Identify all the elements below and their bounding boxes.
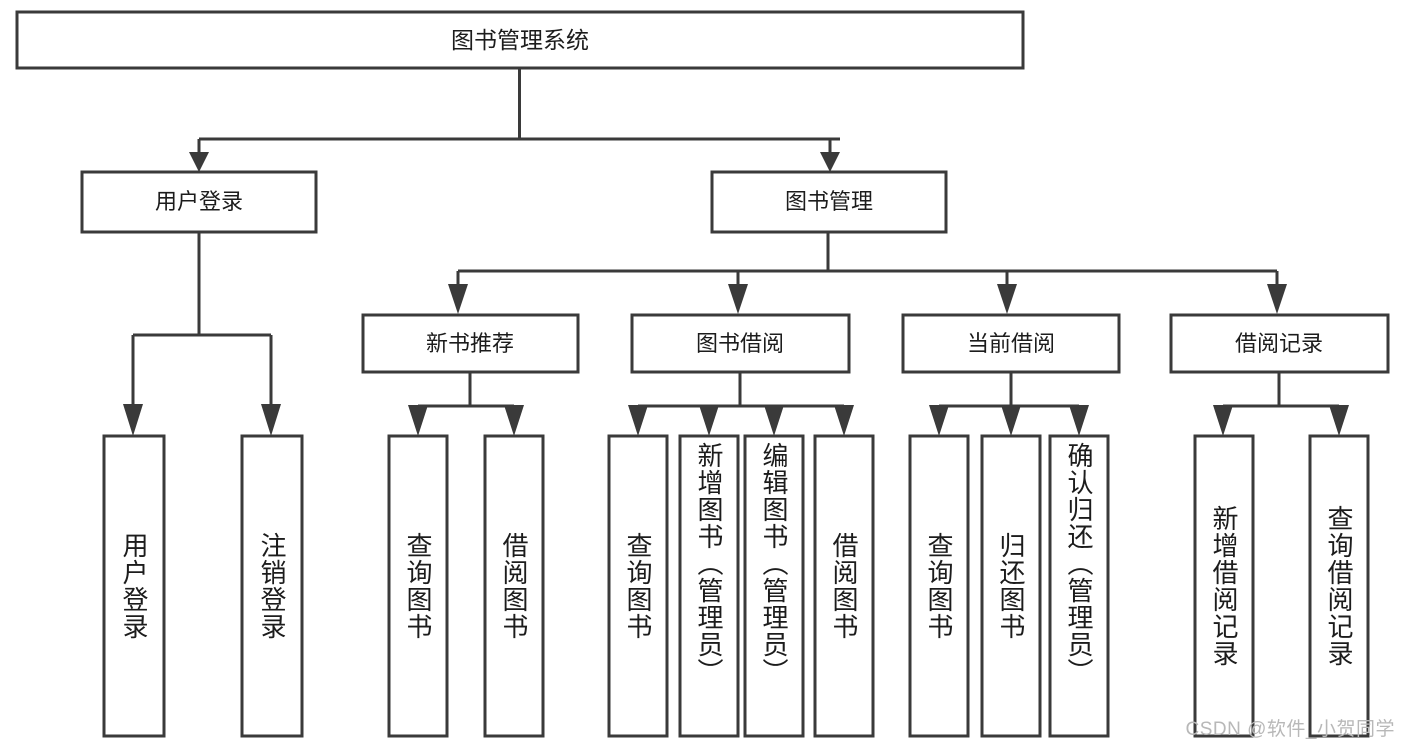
node-leaf-return-book[interactable] <box>980 434 1042 738</box>
arrow-head-leaf-confirm-return <box>1069 405 1089 436</box>
node-leaf-borrow-book-1[interactable] <box>483 434 545 738</box>
node-user-login[interactable]: 用户登录 <box>80 170 318 234</box>
arrow-head-leaf-add-book <box>699 405 719 436</box>
node-borrow-record[interactable]: 借阅记录 <box>1169 313 1390 374</box>
arrow-head-borrow-record <box>1267 284 1287 314</box>
node-borrow-record-rect[interactable] <box>1169 313 1390 374</box>
arrow-head-leaf-query-record <box>1329 405 1349 436</box>
arrow-head-leaf-logout-login <box>261 404 281 436</box>
connector-group-book-manage <box>448 232 1287 314</box>
node-leaf-add-record[interactable] <box>1193 434 1255 738</box>
arrow-head-leaf-return-book <box>1001 405 1021 436</box>
node-leaf-query-book-2-rect[interactable] <box>607 434 669 738</box>
connector-group-new-book-recommend <box>408 372 524 436</box>
arrow-head-leaf-query-book-2 <box>628 405 648 436</box>
arrow-head-leaf-user-login <box>123 404 143 436</box>
node-leaf-query-book-3[interactable] <box>908 434 970 738</box>
node-root-label: 图书管理系统 <box>451 27 589 53</box>
node-leaf-edit-book-rect[interactable] <box>743 434 805 738</box>
arrow-head-leaf-borrow-book-1 <box>504 405 524 436</box>
connector-group-book-borrow <box>628 372 854 436</box>
node-current-borrow-rect[interactable] <box>901 313 1121 374</box>
connector-group-current-borrow <box>929 372 1089 436</box>
node-leaf-add-book[interactable] <box>678 434 740 738</box>
node-leaf-borrow-book-2[interactable] <box>813 434 875 738</box>
node-leaf-query-book-1-rect[interactable] <box>387 434 449 738</box>
node-book-manage-rect[interactable] <box>710 170 948 234</box>
node-leaf-query-record[interactable] <box>1308 434 1370 738</box>
node-leaf-user-login-rect[interactable] <box>102 434 166 738</box>
node-user-login-rect[interactable] <box>80 170 318 234</box>
arrow-head-leaf-borrow-book-2 <box>834 405 854 436</box>
node-new-book-recommend[interactable]: 新书推荐 <box>361 313 580 374</box>
connector-group-borrow-record <box>1213 372 1349 436</box>
node-leaf-confirm-return-rect[interactable] <box>1048 434 1110 738</box>
node-leaf-query-book-2[interactable] <box>607 434 669 738</box>
csdn-watermark: CSDN @软件_小贺同学 <box>1185 719 1395 740</box>
connector-group-user-login <box>123 232 281 436</box>
node-book-manage[interactable]: 图书管理 <box>710 170 948 234</box>
node-leaf-borrow-book-1-rect[interactable] <box>483 434 545 738</box>
arrow-head-leaf-query-book-3 <box>929 405 949 436</box>
node-leaf-add-book-rect[interactable] <box>678 434 740 738</box>
node-leaf-borrow-book-2-rect[interactable] <box>813 434 875 738</box>
node-leaf-logout-login[interactable] <box>240 434 304 738</box>
node-book-borrow-label: 图书借阅 <box>696 331 784 356</box>
node-leaf-query-book-1[interactable] <box>387 434 449 738</box>
node-leaf-user-login[interactable] <box>102 434 166 738</box>
arrow-head-new-book-recommend <box>448 284 468 314</box>
node-root-rect[interactable] <box>15 10 1025 70</box>
arrow-head-leaf-edit-book <box>764 405 784 436</box>
arrow-head-current-borrow <box>997 284 1017 314</box>
node-book-borrow-rect[interactable] <box>630 313 851 374</box>
node-leaf-query-book-3-rect[interactable] <box>908 434 970 738</box>
arrow-head-leaf-add-record <box>1213 405 1233 436</box>
arrow-head-book-borrow <box>728 284 748 314</box>
arrow-head-book-manage <box>820 152 840 172</box>
node-new-book-recommend-rect[interactable] <box>361 313 580 374</box>
arrow-head-leaf-query-book-1 <box>408 405 428 436</box>
node-leaf-logout-login-rect[interactable] <box>240 434 304 738</box>
node-root[interactable]: 图书管理系统 <box>15 10 1025 70</box>
connector-group-root <box>189 68 840 172</box>
node-leaf-edit-book[interactable] <box>743 434 805 738</box>
node-leaf-query-record-rect[interactable] <box>1308 434 1370 738</box>
node-leaf-return-book-rect[interactable] <box>980 434 1042 738</box>
node-borrow-record-label: 借阅记录 <box>1235 331 1323 356</box>
node-leaf-add-record-rect[interactable] <box>1193 434 1255 738</box>
node-book-borrow[interactable]: 图书借阅 <box>630 313 851 374</box>
node-current-borrow-label: 当前借阅 <box>967 331 1055 356</box>
node-book-manage-label: 图书管理 <box>785 189 873 214</box>
node-leaf-confirm-return[interactable] <box>1048 434 1110 738</box>
arrow-head-user-login <box>189 152 209 172</box>
node-current-borrow[interactable]: 当前借阅 <box>901 313 1121 374</box>
node-new-book-recommend-label: 新书推荐 <box>426 331 514 356</box>
node-user-login-label: 用户登录 <box>155 189 243 214</box>
